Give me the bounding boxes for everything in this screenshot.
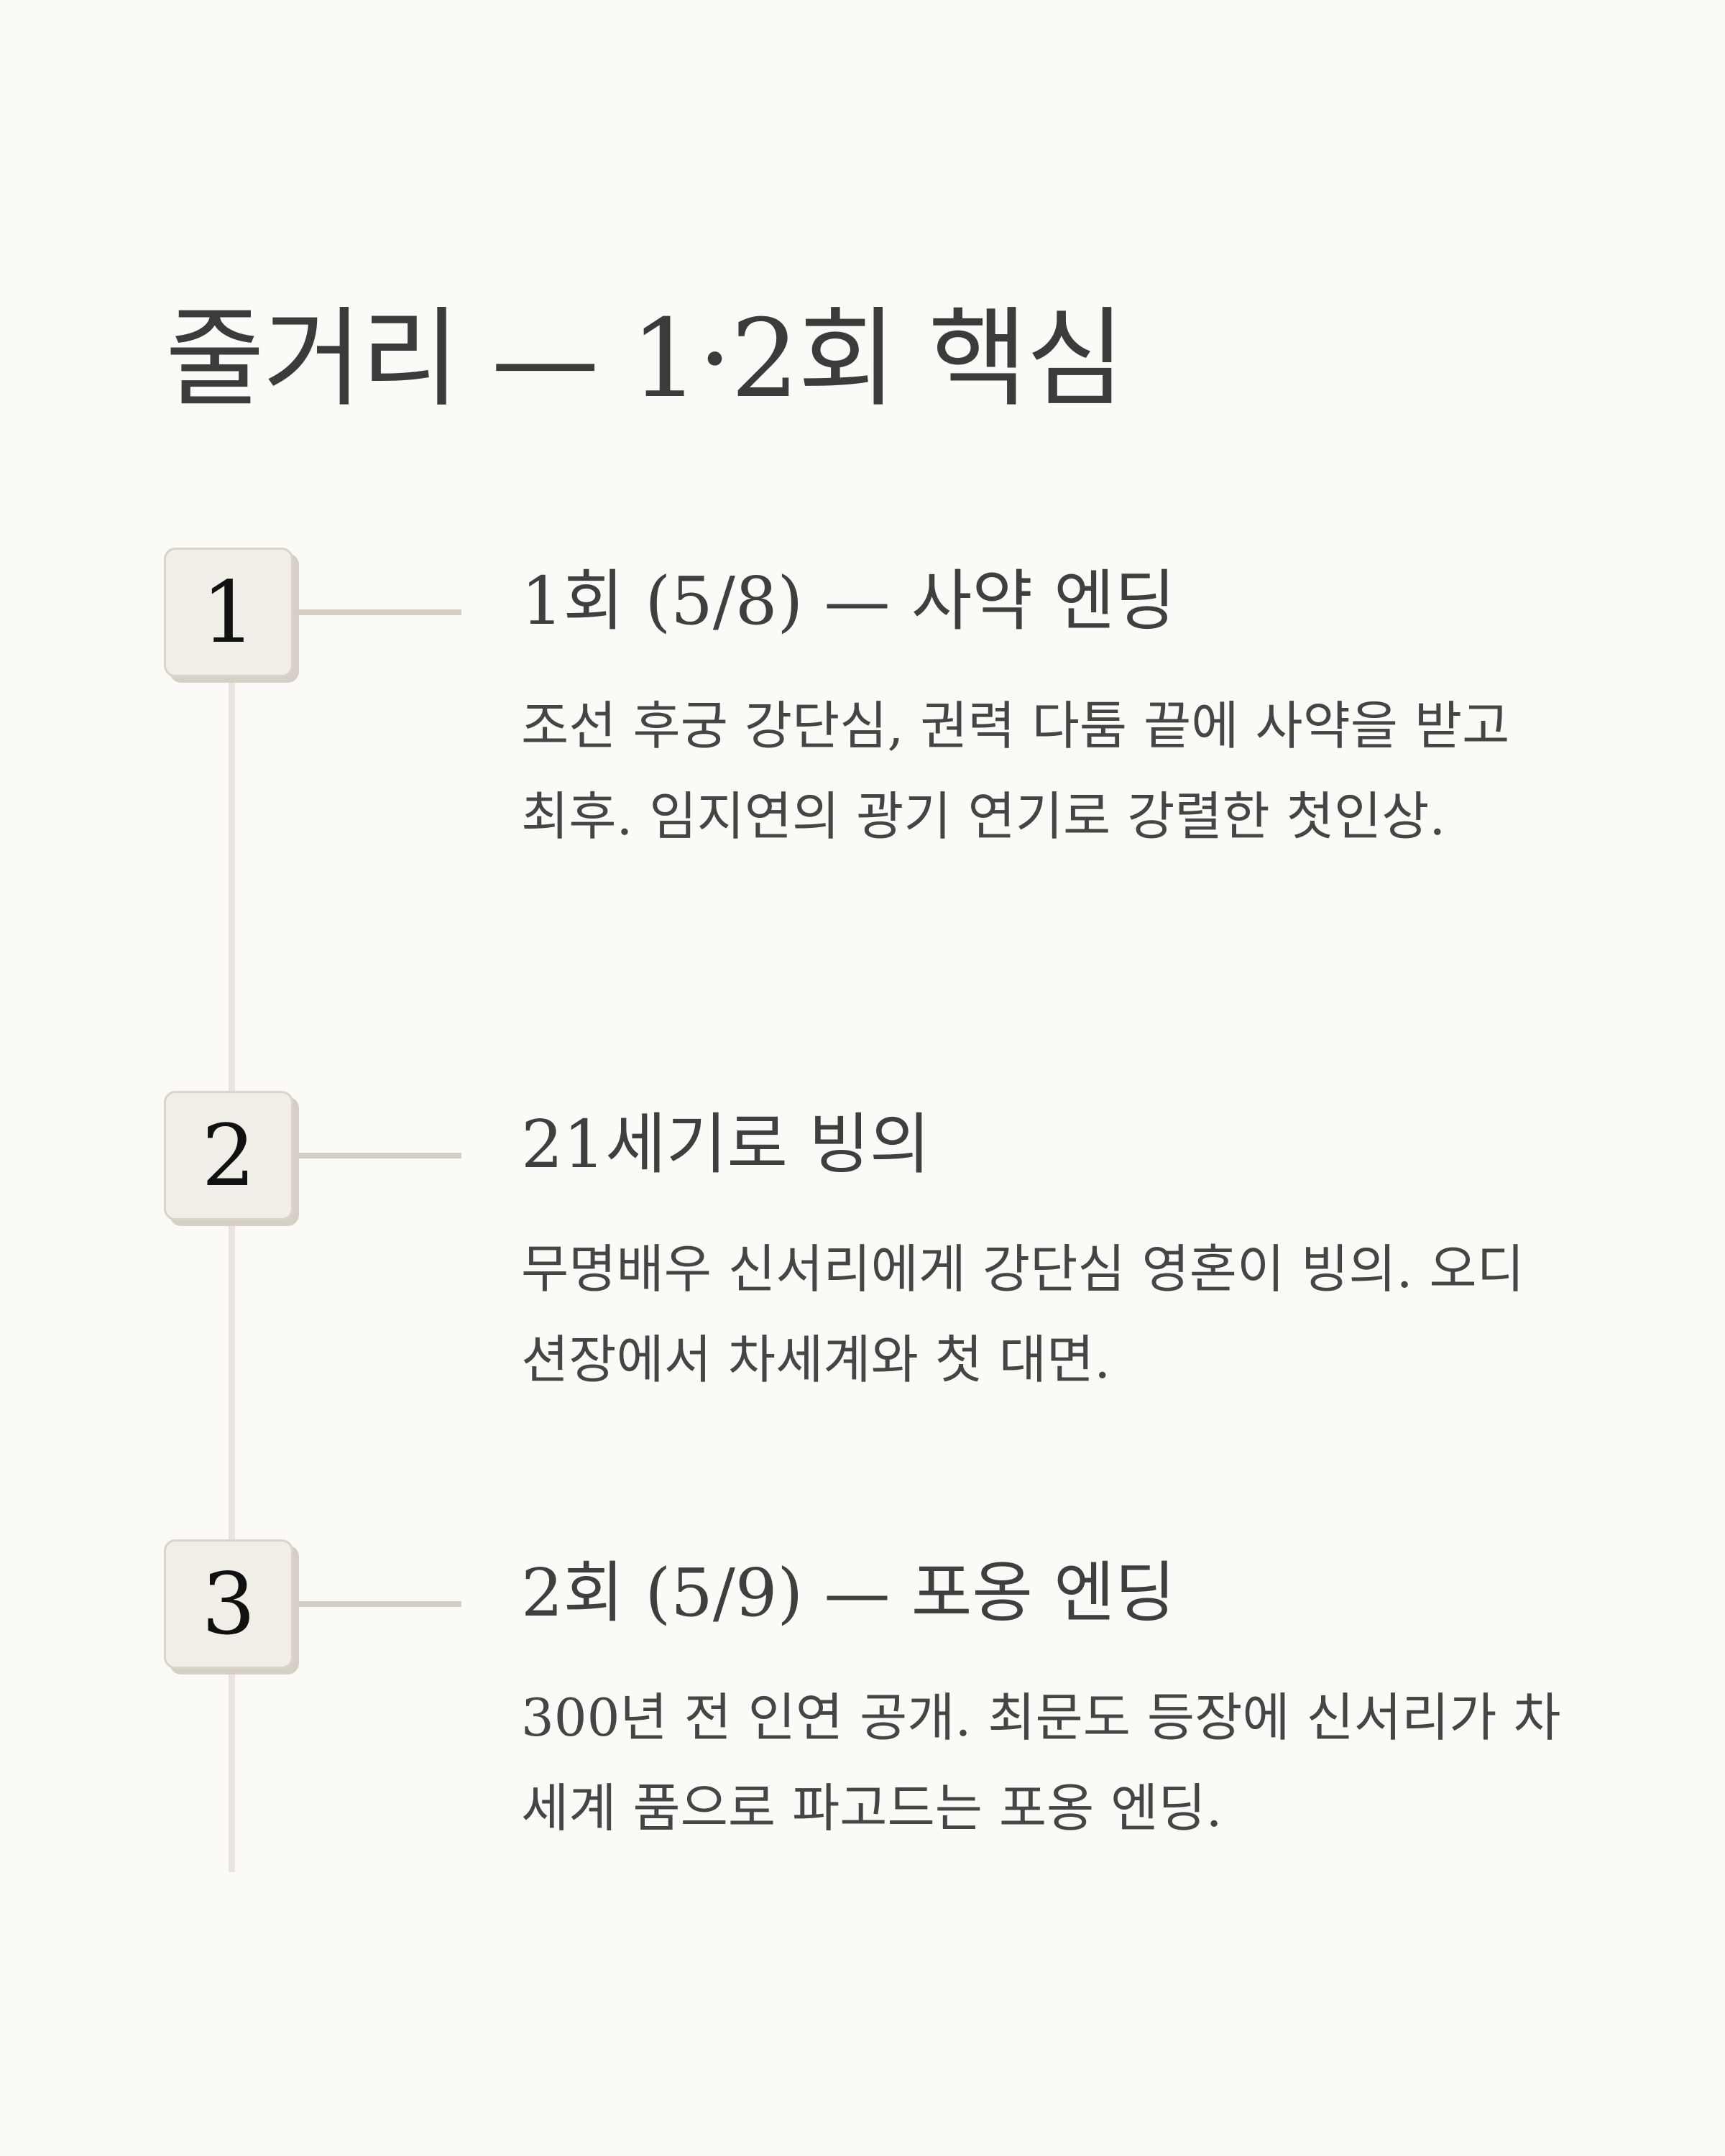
step-number-badge: 3 [164,1539,293,1669]
step-description: 조선 후궁 강단심, 권력 다툼 끝에 사약을 받고 최후. 임지연의 광기 연… [521,696,1510,847]
step-connector [296,1153,461,1158]
timeline-rail [229,647,235,1872]
step-title: 21세기로 빙의 [521,1106,931,1183]
page-title: 줄거리 — 1·2회 핵심 [165,297,1126,422]
step-description: 300년 전 인연 공개. 최문도 등장에 신서리가 차세계 품으로 파고드는 … [521,1687,1561,1838]
step-title: 2회 (5/9) — 포옹 엔딩 [521,1554,1176,1631]
step-title: 1회 (5/8) — 사약 엔딩 [521,563,1176,640]
step-description: 무명배우 신서리에게 강단심 영혼이 빙의. 오디션장에서 차세계와 첫 대면. [521,1239,1524,1390]
step-number-badge: 1 [164,548,293,677]
step-connector [296,609,461,615]
step-connector [296,1601,461,1607]
step-number-badge: 2 [164,1091,293,1220]
